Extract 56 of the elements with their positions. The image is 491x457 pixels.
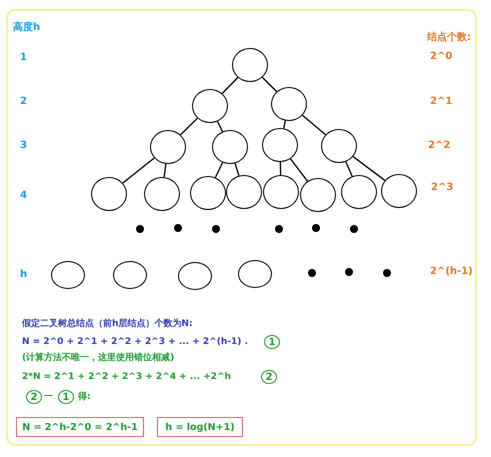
tree-edge — [280, 162, 282, 176]
column-title: 结点个数: — [427, 32, 471, 44]
tree-edge — [180, 118, 198, 136]
formula-box: N = 2^h-2^0 = 2^h-1 — [16, 417, 144, 437]
axis-title: 高度h — [13, 22, 40, 34]
result-text: 得: — [78, 391, 91, 403]
tree-node — [238, 260, 272, 288]
tree-node — [144, 177, 180, 211]
circled-number: 1 — [58, 390, 74, 404]
note-text: (计算方法不唯一，这里使用错位相减) — [22, 352, 174, 364]
tree-node — [226, 175, 262, 209]
tree-node — [212, 130, 248, 164]
circled-number: 1 — [264, 335, 280, 349]
tree-node — [192, 89, 228, 123]
tree-node — [51, 261, 85, 289]
level-number: 1 — [20, 52, 27, 64]
node-count: 2^(h-1) — [430, 266, 473, 278]
formula-box: h = log(N+1) — [157, 417, 243, 437]
tree-edge — [352, 156, 386, 181]
tree-edge — [290, 158, 308, 182]
tree-edge — [222, 77, 238, 94]
minus-sign: 一 — [44, 391, 53, 403]
tree-node — [271, 87, 307, 121]
tree-node — [190, 176, 226, 210]
tree-node — [300, 178, 336, 212]
tree-node — [150, 130, 186, 164]
tree-node — [262, 128, 298, 162]
node-count: 2^1 — [430, 96, 452, 108]
node-count: 2^3 — [431, 182, 454, 194]
tree-node — [263, 175, 299, 209]
tree-edge — [164, 164, 166, 178]
tree-edge — [234, 163, 240, 176]
level-number: 4 — [20, 190, 27, 202]
level-number: 3 — [20, 140, 27, 152]
formula-text: 2*N = 2^1 + 2^2 + 2^3 + 2^4 + ... +2^h — [22, 371, 231, 383]
tree-node — [178, 262, 212, 290]
formula-text: N = 2^0 + 2^1 + 2^2 + 2^3 + ... + 2^(h-1) . — [22, 336, 248, 348]
tree-node — [113, 261, 147, 289]
node-count: 2^2 — [428, 140, 450, 152]
tree-edge — [262, 76, 278, 92]
tree-node — [91, 177, 127, 211]
tree-node — [381, 174, 417, 208]
circled-number: 2 — [26, 390, 42, 404]
tree-edge — [302, 114, 326, 136]
tree-edge — [214, 162, 224, 178]
level-number: 2 — [20, 96, 27, 108]
tree-edge — [122, 157, 155, 184]
tree-node — [321, 129, 357, 163]
statement-text: 假定二叉树总结点（前h层结点）个数为N: — [22, 318, 193, 330]
node-count: 2^0 — [430, 51, 452, 63]
tree-edge — [216, 121, 224, 132]
tree-edge — [345, 161, 353, 177]
tree-node — [341, 175, 377, 209]
tree-node — [232, 48, 268, 82]
level-number: h — [20, 269, 28, 281]
circled-number: 2 — [261, 370, 277, 384]
